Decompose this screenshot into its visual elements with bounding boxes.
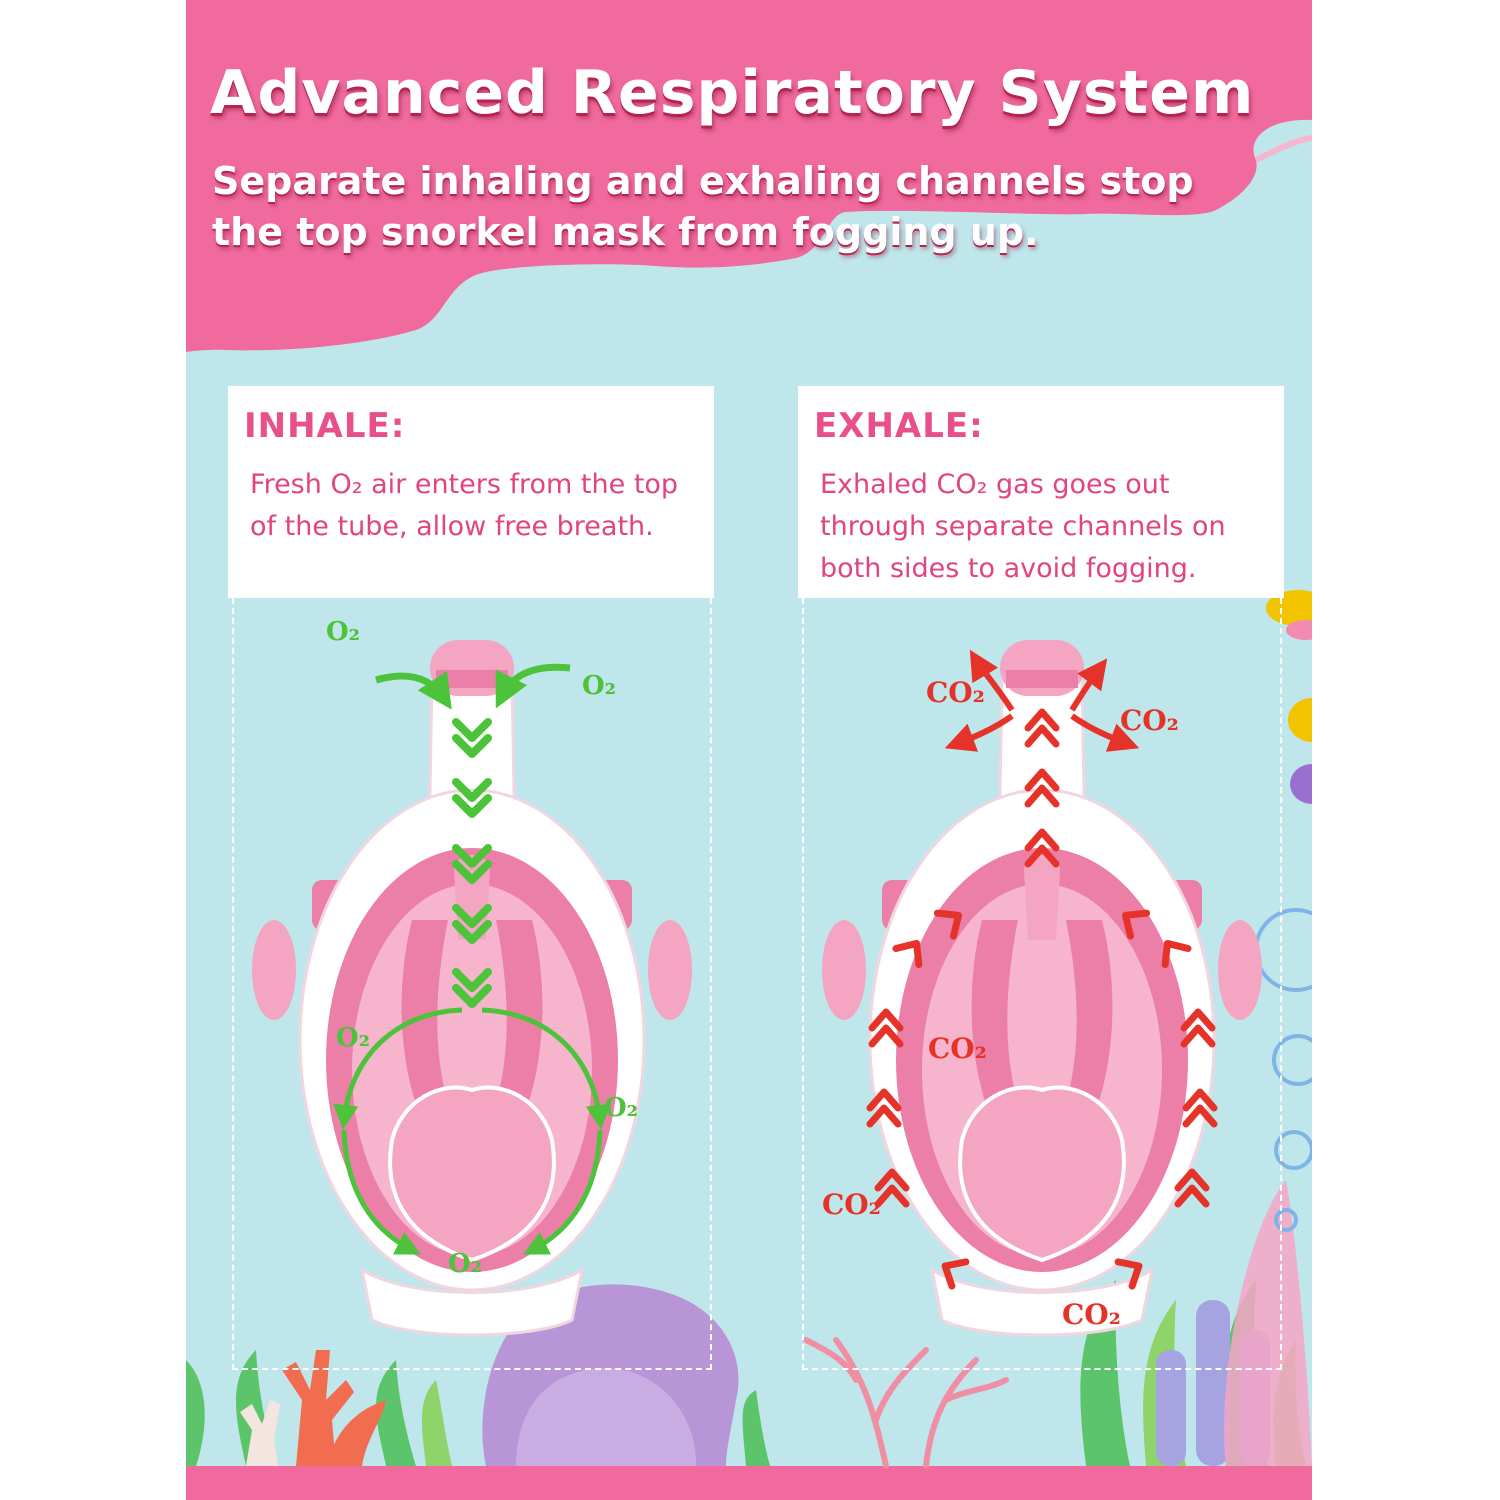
bubble-decoration — [1254, 908, 1312, 1232]
exhale-label-bottom: CO₂ — [1062, 1298, 1121, 1331]
inhale-frame — [232, 598, 712, 1370]
exhale-label-top-left: CO₂ — [926, 676, 985, 709]
inhale-label-top-right: O₂ — [582, 671, 616, 701]
exhale-card: EXHALE: Exhaled CO₂ gas goes out through… — [798, 386, 1284, 598]
inhale-mask — [250, 638, 694, 1337]
exhale-label-mid: CO₂ — [928, 1032, 987, 1065]
exhale-description: Exhaled CO₂ gas goes out through separat… — [820, 469, 1226, 584]
inhale-label-top-left: O₂ — [326, 617, 360, 647]
inhale-description: Fresh O₂ air enters from the top of the … — [250, 469, 679, 542]
inhale-label-mid-left: O₂ — [336, 1023, 370, 1053]
inhale-heading: INHALE: — [244, 406, 406, 446]
inhale-label-bottom: O₂ — [448, 1249, 482, 1279]
pink-banner — [186, 0, 1312, 352]
poster: Advanced Respiratory System Separate inh… — [186, 0, 1312, 1500]
branch-coral-decoration — [803, 1337, 1009, 1469]
exhale-heading: EXHALE: — [814, 406, 984, 446]
exhale-frame — [802, 598, 1282, 1370]
inhale-label-mid-right: O₂ — [604, 1093, 638, 1123]
shell-decoration — [1266, 590, 1312, 804]
page-subtitle: Separate inhaling and exhaling channels … — [212, 159, 1194, 254]
exhale-label-lower-left: CO₂ — [822, 1188, 881, 1221]
page-title: Advanced Respiratory System — [210, 58, 1255, 128]
coral-decoration — [240, 1350, 386, 1466]
exhale-label-top-right: CO₂ — [1120, 704, 1179, 737]
inhale-card: INHALE: Fresh O₂ air enters from the top… — [228, 386, 714, 598]
exhale-mask — [820, 638, 1264, 1337]
snorkel-mask-illustration: O₂ O₂ O₂ O₂ O₂ — [250, 617, 1264, 1337]
